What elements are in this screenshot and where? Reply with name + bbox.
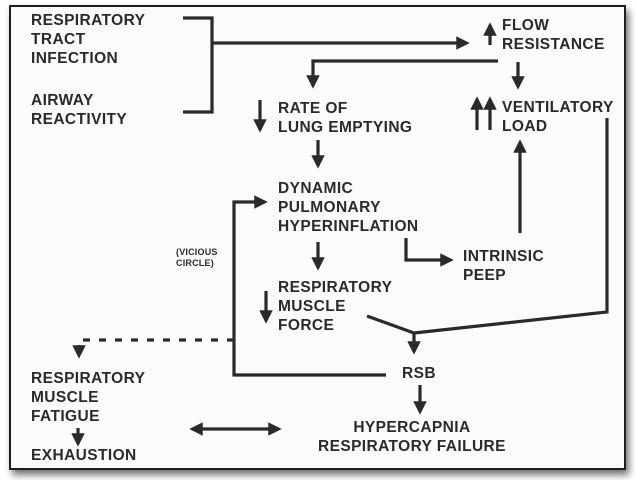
- node-line: LUNG EMPTYING: [278, 119, 413, 136]
- node-respiratory-muscle-force: RESPIRATORY MUSCLE FORCE: [278, 278, 392, 335]
- node-line: RESPIRATORY: [31, 12, 146, 29]
- node-hypercapnia-respiratory-failure: HYPERCAPNIA RESPIRATORY FAILURE: [318, 418, 506, 456]
- node-line: FORCE: [278, 317, 335, 334]
- node-line: TRACT: [31, 31, 86, 48]
- node-line: PULMONARY: [278, 199, 381, 216]
- bracket-connector: [183, 16, 214, 114]
- node-flow-resistance: FLOW RESISTANCE: [502, 16, 605, 54]
- node-line: HYPERINFLATION: [278, 218, 419, 235]
- node-airway-reactivity: AIRWAY REACTIVITY: [31, 91, 127, 129]
- line-muscle-force-to-rsb: [366, 314, 415, 335]
- node-line: RESISTANCE: [502, 36, 605, 53]
- node-line: PEEP: [463, 267, 506, 284]
- node-line: CIRCLE): [176, 258, 214, 268]
- node-line: INTRINSIC: [463, 248, 545, 265]
- node-line: MUSCLE: [31, 389, 99, 406]
- node-respiratory-muscle-fatigue: RESPIRATORY MUSCLE FATIGUE: [31, 369, 145, 426]
- line-ventilatory-load-to-rsb: [413, 118, 609, 335]
- node-rsb: RSB: [402, 365, 436, 382]
- node-line: LOAD: [502, 118, 548, 135]
- arrow-to-intrinsic-peep: [404, 238, 454, 267]
- node-rate-of-lung-emptying: RATE OF LUNG EMPTYING: [278, 99, 412, 137]
- node-exhaustion: EXHAUSTION: [31, 447, 137, 464]
- node-line: AIRWAY: [31, 92, 94, 109]
- node-line: RESPIRATORY FAILURE: [318, 438, 506, 455]
- node-line: INFECTION: [31, 50, 119, 67]
- node-line: FATIGUE: [31, 408, 100, 425]
- node-ventilatory-load: VENTILATORY LOAD: [502, 98, 614, 136]
- node-line: RESPIRATORY: [31, 370, 146, 387]
- node-line: REACTIVITY: [31, 111, 128, 128]
- node-line: RATE OF: [278, 100, 348, 117]
- node-line: HYPERCAPNIA: [353, 419, 471, 436]
- node-line: MUSCLE: [278, 298, 346, 315]
- dotted-line-to-fatigue: [72, 338, 234, 359]
- node-line: VENTILATORY: [502, 99, 614, 116]
- node-dynamic-pulmonary-hyperinflation: DYNAMIC PULMONARY HYPERINFLATION: [278, 179, 419, 236]
- node-line: (VICIOUS: [176, 247, 218, 257]
- node-intrinsic-peep: INTRINSIC PEEP: [463, 247, 544, 285]
- node-line: FLOW: [502, 17, 550, 34]
- arrow-vicious-circle: [232, 195, 386, 377]
- node-vicious-circle: (VICIOUS CIRCLE): [176, 247, 218, 269]
- node-respiratory-tract-infection: RESPIRATORY TRACT INFECTION: [31, 11, 145, 68]
- arrow-to-rate-of-lung-emptying: [306, 59, 498, 89]
- node-line: RESPIRATORY: [278, 279, 393, 296]
- node-line: DYNAMIC: [278, 180, 354, 197]
